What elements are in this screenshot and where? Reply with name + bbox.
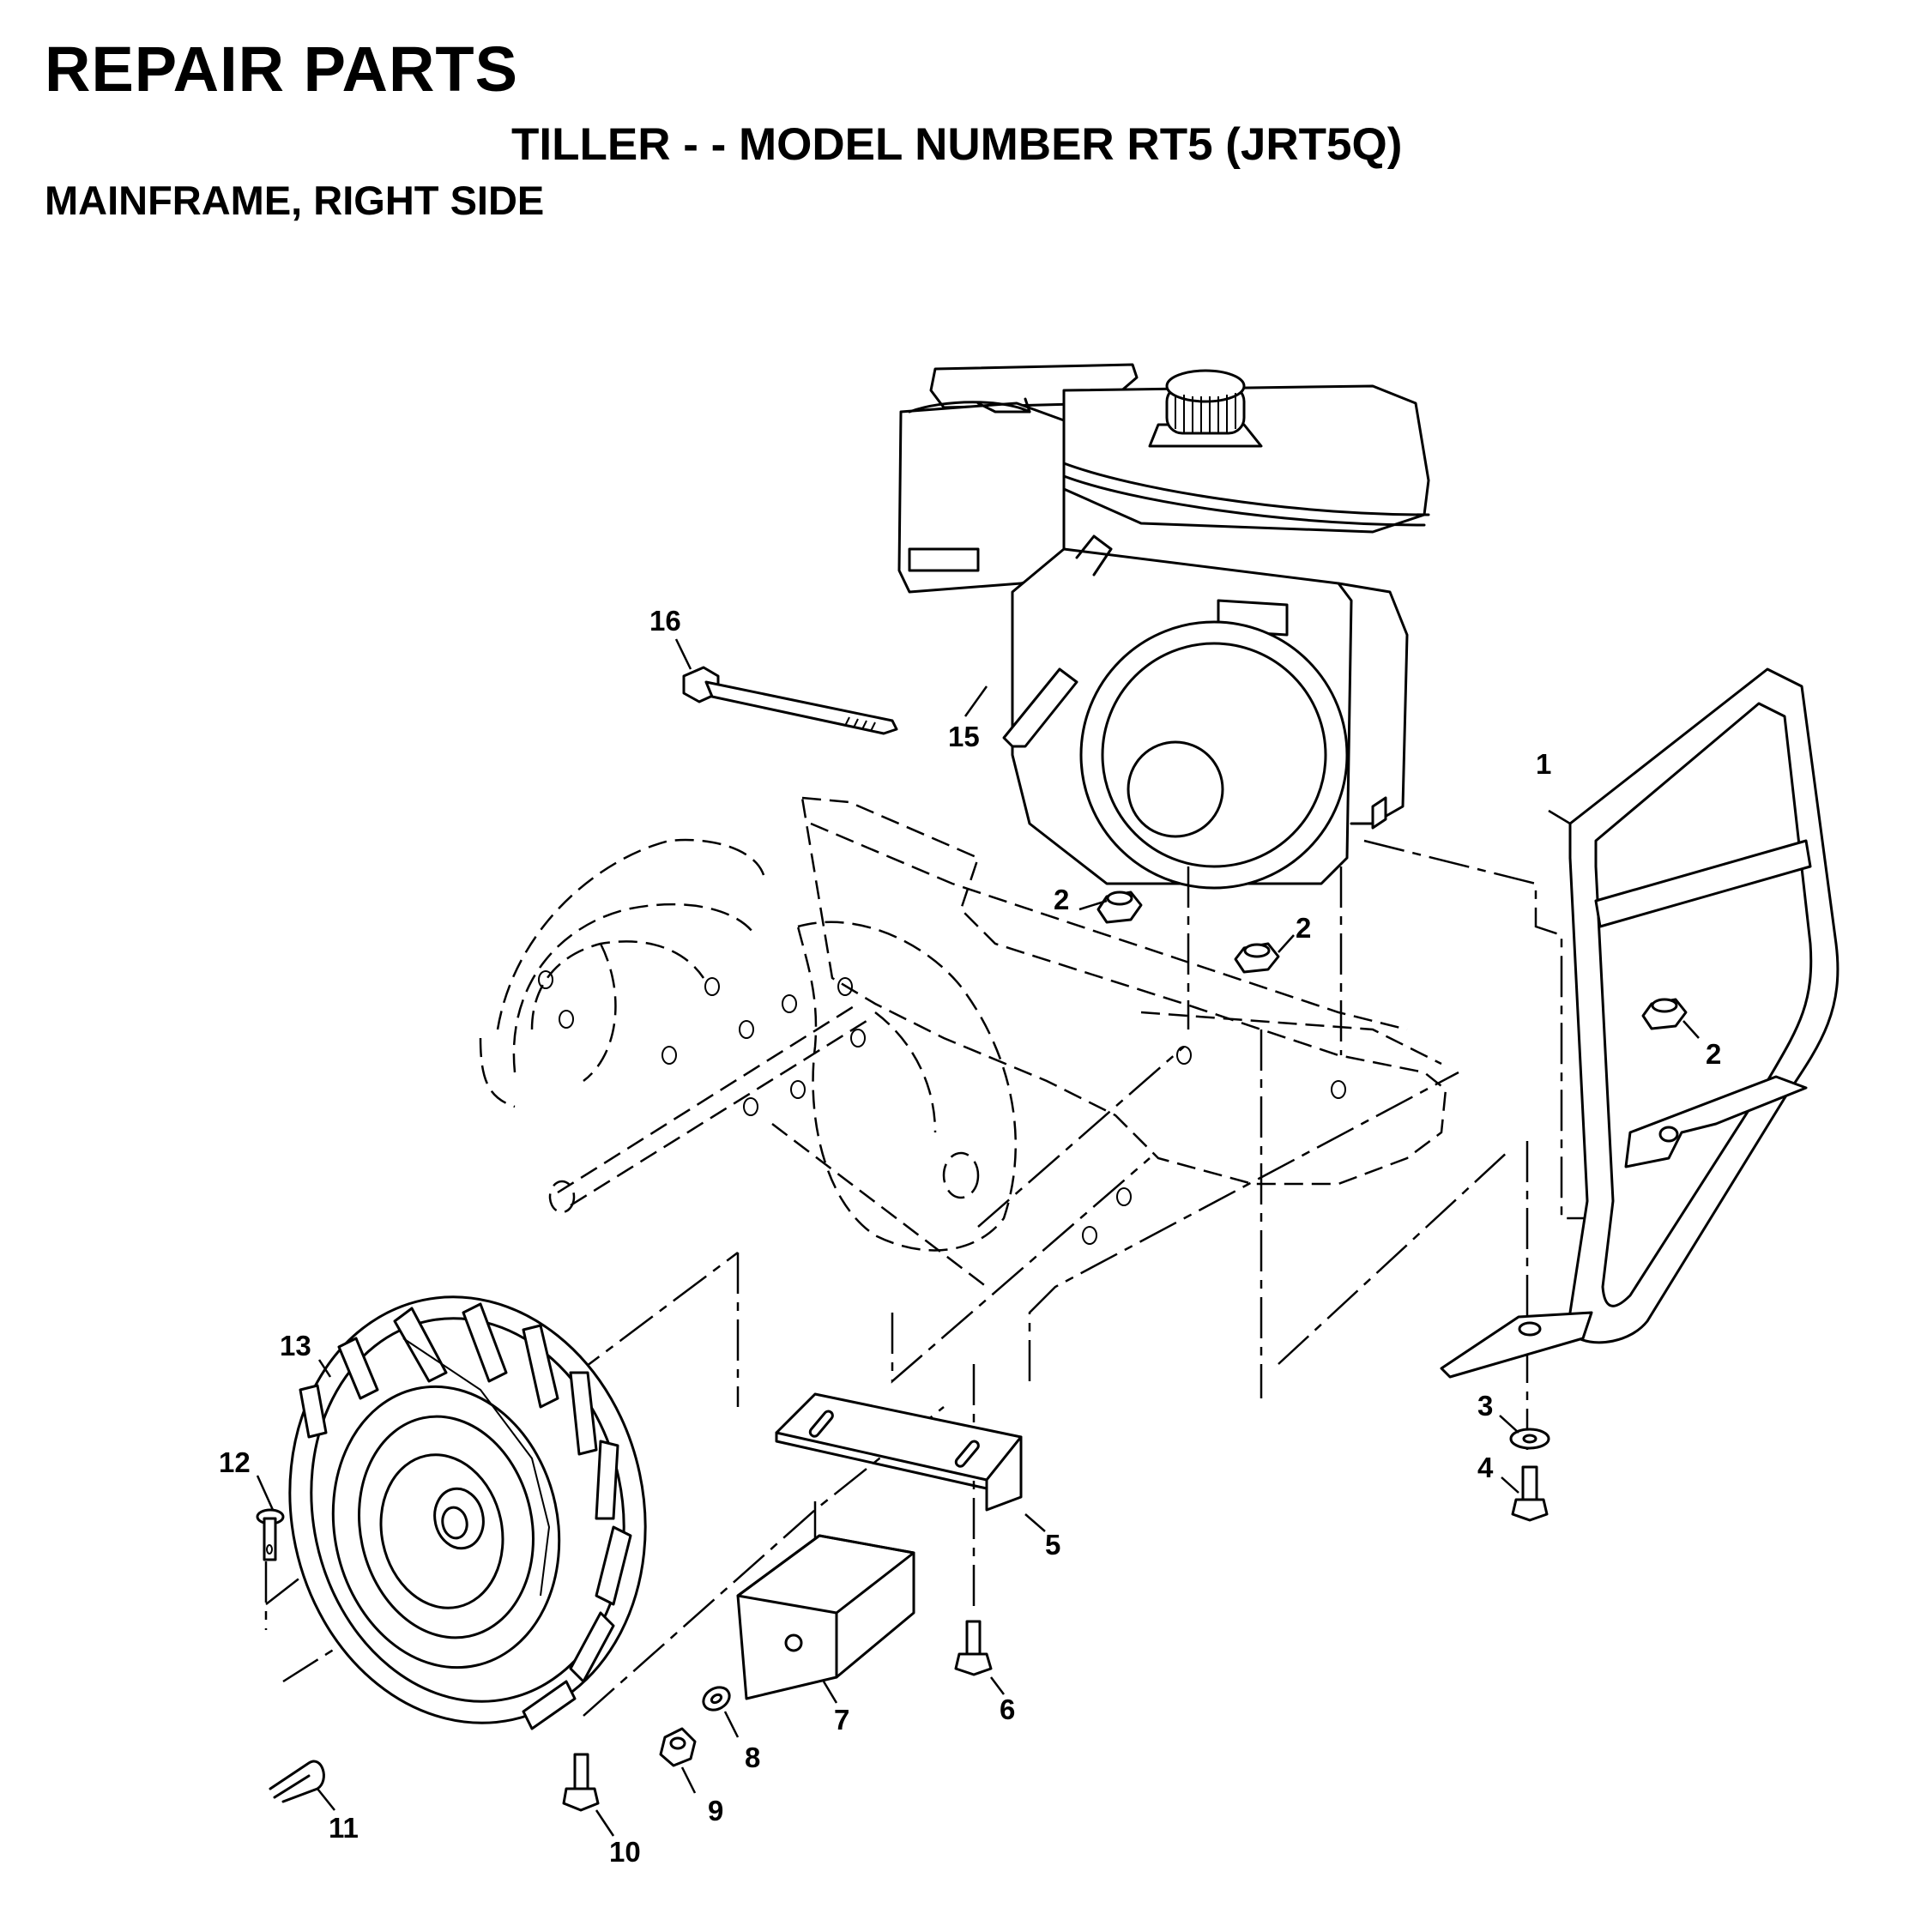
model-subtitle: TILLER - - MODEL NUMBER RT5 (JRT5Q) xyxy=(511,119,1403,170)
callout-2-frame-nut: 2 xyxy=(1296,912,1311,944)
callout-3: 3 xyxy=(1477,1390,1493,1422)
callout-5: 5 xyxy=(1045,1529,1060,1561)
callout-labels: 1 2 2 2 3 4 5 6 7 8 9 10 11 12 13 15 16 xyxy=(219,605,1721,1868)
callout-2-engine-nut: 2 xyxy=(1054,884,1069,915)
cable-tie-drawing xyxy=(682,666,898,735)
wheel-drawing xyxy=(288,1295,647,1730)
callout-1: 1 xyxy=(1536,748,1551,780)
callout-6: 6 xyxy=(1000,1694,1015,1725)
callout-8: 8 xyxy=(745,1742,760,1773)
page-title: REPAIR PARTS xyxy=(45,33,518,105)
washer-and-bolt-drawings xyxy=(1509,1428,1550,1522)
callout-10: 10 xyxy=(609,1836,641,1868)
spacer-block-drawing xyxy=(736,1534,915,1700)
callout-11: 11 xyxy=(329,1812,359,1844)
callout-12: 12 xyxy=(219,1446,251,1478)
small-hardware-drawings xyxy=(256,1508,993,1812)
callout-15: 15 xyxy=(948,721,980,752)
callout-7: 7 xyxy=(834,1704,849,1736)
section-title: MAINFRAME, RIGHT SIDE xyxy=(45,178,545,223)
callout-16: 16 xyxy=(649,605,681,637)
callout-4: 4 xyxy=(1477,1452,1494,1483)
callout-13: 13 xyxy=(280,1330,311,1361)
leader-lines xyxy=(256,638,1700,1837)
mainframe-phantom-drawing xyxy=(479,796,1447,1288)
bumper-drawing xyxy=(1440,667,1839,1379)
flange-nut-drawings xyxy=(1096,891,1688,1030)
callout-9: 9 xyxy=(708,1795,723,1826)
bracket-drawing xyxy=(775,1392,1023,1512)
callout-2-bumper-nut: 2 xyxy=(1706,1038,1721,1070)
engine-drawing xyxy=(897,363,1430,890)
